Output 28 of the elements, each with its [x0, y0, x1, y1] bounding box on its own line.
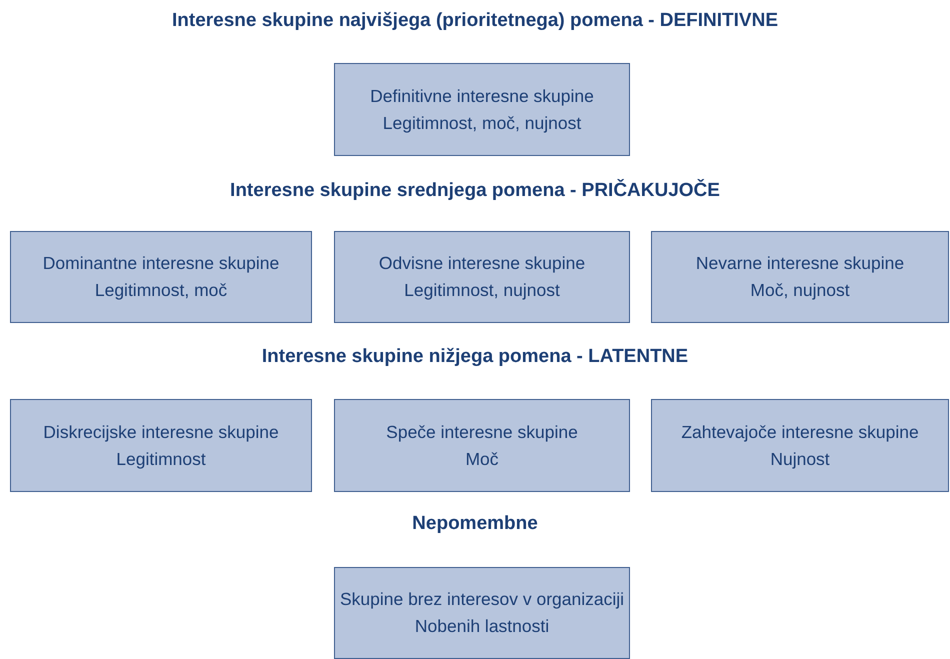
- group-name: Speče interesne skupine: [386, 420, 578, 444]
- stakeholder-box: [334, 399, 630, 492]
- section-heading: Nepomembne: [412, 513, 538, 534]
- attributes-text: Legitimnost, moč: [94, 279, 228, 302]
- attributes-text: Legitimnost: [116, 448, 206, 471]
- stakeholder-box: [334, 231, 630, 323]
- group-name: Nevarne interesne skupine: [696, 252, 904, 275]
- group-name: Dominantne interesne skupine: [42, 252, 280, 275]
- section-heading: Interesne skupine najvišjega (prioritetnega) pomena - DEFINITIVNE: [172, 10, 778, 31]
- section-heading: Interesne skupine srednjega pomena - PRIČAKUJOČE: [230, 180, 720, 201]
- stakeholder-box: [651, 231, 949, 323]
- section-heading: Interesne skupine nižjega pomena - LATENTNE: [262, 346, 688, 367]
- stakeholder-box: [10, 399, 312, 492]
- attributes-text: Moč, nujnost: [750, 279, 850, 302]
- group-name: Skupine brez interesov v organizaciji: [340, 588, 624, 611]
- stakeholder-box: [334, 63, 630, 156]
- attributes-text: Moč: [465, 448, 499, 470]
- group-name: Odvisne interesne skupine: [378, 252, 586, 275]
- stakeholder-box: [651, 399, 949, 492]
- stakeholder-box: [334, 567, 630, 659]
- attributes-text: Legitimnost, moč, nujnost: [382, 112, 582, 135]
- group-name: Diskrecijske interesne skupine: [43, 420, 279, 444]
- attributes-text: Nobenih lastnosti: [414, 615, 550, 638]
- attributes-text: Nujnost: [770, 448, 830, 471]
- group-name: Zahtevajoče interesne skupine: [681, 420, 919, 444]
- group-name: Definitivne interesne skupine: [370, 84, 594, 108]
- attributes-text: Legitimnost, nujnost: [404, 279, 560, 302]
- stakeholder-box: [10, 231, 312, 323]
